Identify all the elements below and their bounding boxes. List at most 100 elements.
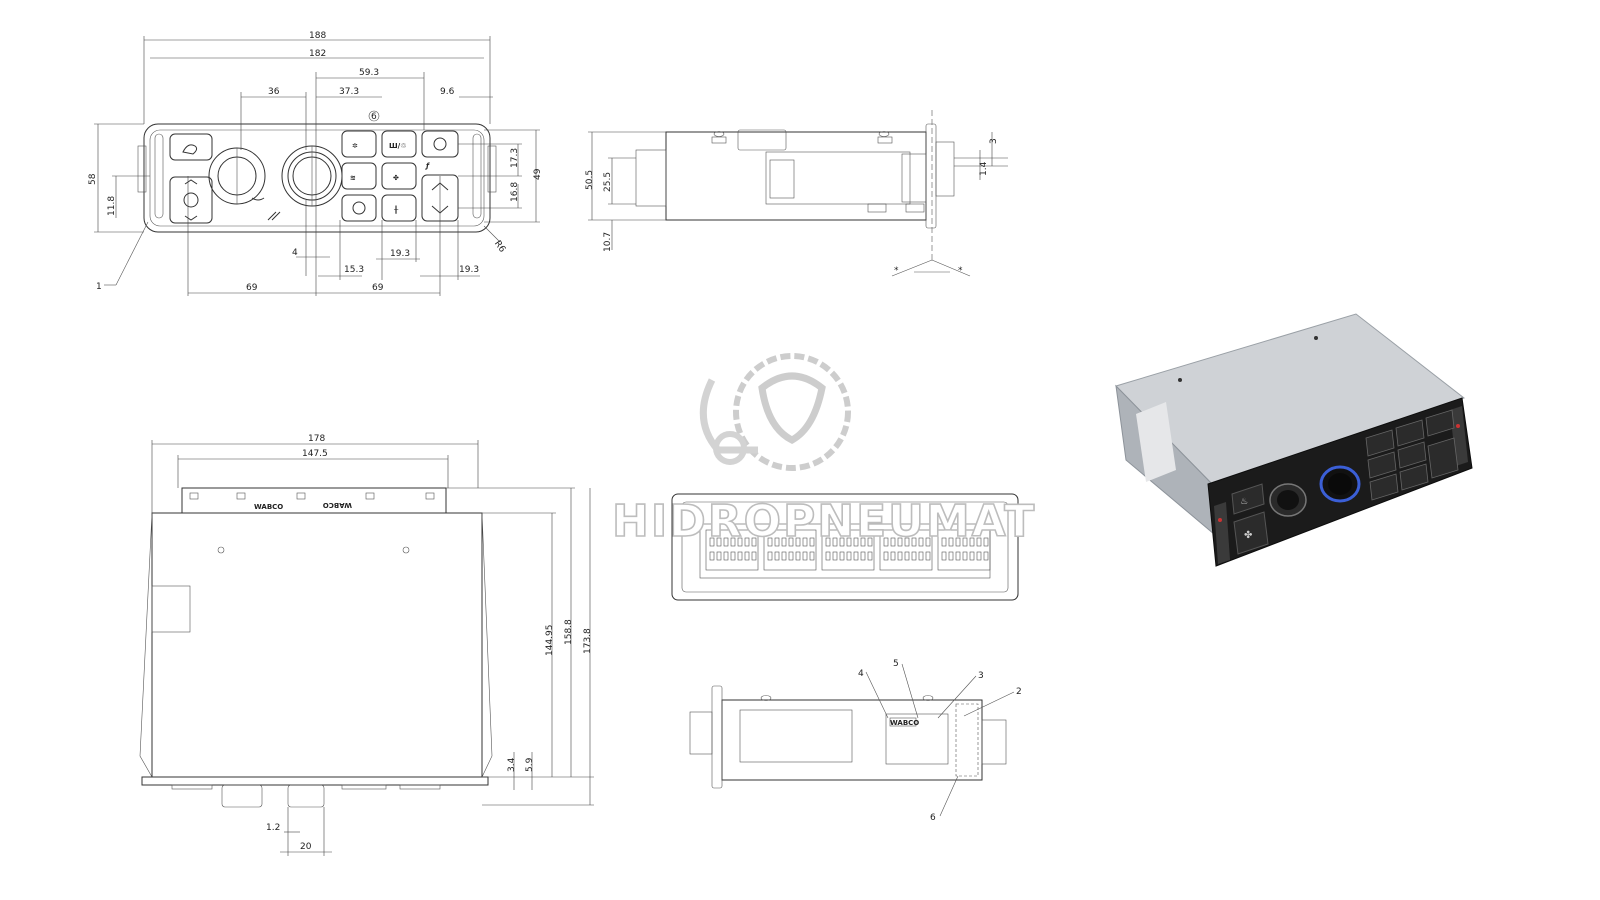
- callout-5: 5: [893, 659, 899, 669]
- connector-pin: [832, 551, 838, 561]
- connector-pin: [890, 551, 896, 561]
- connector-pin: [774, 551, 780, 561]
- connector-pin: [867, 537, 873, 547]
- callout-4: 4: [858, 669, 864, 679]
- dim-15-3: 15.3: [344, 265, 364, 275]
- connector-pin: [709, 537, 715, 547]
- connector-pin: [955, 537, 961, 547]
- dim-69-right: 69: [372, 283, 384, 293]
- back-housing: [671, 493, 1019, 601]
- watermark-logo: [699, 353, 851, 471]
- connector-pin: [767, 537, 773, 547]
- side-view: * * 50.5 25.5 10.7 3 1.4: [585, 110, 1008, 277]
- connector-pin: [846, 537, 852, 547]
- connector-pin: [983, 537, 989, 547]
- connector-pin: [925, 537, 931, 547]
- dim-1-2: 1.2: [266, 823, 280, 833]
- connector-pin: [962, 537, 968, 547]
- temp-button[interactable]: [381, 194, 417, 222]
- connector-pin: [955, 551, 961, 561]
- front-panel-outline: [143, 123, 491, 233]
- star-mark-left: *: [894, 266, 899, 276]
- connector-pin: [897, 551, 903, 561]
- product-photo: ♨ ✤: [1115, 313, 1473, 567]
- svg-text:ƒ: ƒ: [424, 162, 430, 170]
- connector-pin: [781, 537, 787, 547]
- callout-6-lower: 6: [930, 813, 936, 823]
- fan-icon: [183, 179, 199, 221]
- connector-pin: [730, 551, 736, 561]
- dim-178: 178: [308, 434, 325, 444]
- fan-button[interactable]: [381, 162, 417, 190]
- connector-pin: [860, 537, 866, 547]
- fan-small-icon: ✤: [393, 174, 399, 182]
- connector-pin: [795, 537, 801, 547]
- connector-pin: [802, 537, 808, 547]
- connector-pin: [969, 551, 975, 561]
- connector-pin: [802, 551, 808, 561]
- air-direction-icon: [267, 211, 281, 221]
- connector-pin: [867, 551, 873, 561]
- connector-pin: [744, 537, 750, 547]
- brand-label-right: WABCO: [323, 501, 352, 509]
- temperature-icon: ╫: [393, 205, 399, 214]
- connector-pin: [962, 551, 968, 561]
- dim-r6: R6: [492, 239, 507, 255]
- ac-button[interactable]: [341, 130, 377, 158]
- connector-pin: [911, 551, 917, 561]
- connector-pin: [839, 551, 845, 561]
- dim-19-3-right: 19.3: [459, 265, 479, 275]
- dim-182: 182: [309, 49, 326, 59]
- connector-pin: [709, 551, 715, 561]
- connector-pin: [825, 551, 831, 561]
- air-recirculation-icon: Ш/♲: [389, 142, 406, 150]
- dim-144-95: 144.95: [545, 625, 555, 657]
- heat-button[interactable]: [341, 162, 377, 190]
- connector-block: [821, 529, 875, 571]
- connector-pin: [809, 537, 815, 547]
- seat-heat-icon: [182, 144, 198, 155]
- dim-58: 58: [88, 173, 98, 185]
- dim-49: 49: [533, 168, 543, 180]
- clock-button[interactable]: [341, 194, 377, 222]
- dim-173-8: 173.8: [583, 628, 593, 654]
- connector-pin: [925, 551, 931, 561]
- connector-pin: [723, 537, 729, 547]
- fan-speed-knob[interactable]: [281, 145, 343, 207]
- connector-pin: [737, 551, 743, 561]
- rear-heat-icon: ≋: [350, 174, 356, 182]
- connector-pin: [897, 537, 903, 547]
- connector-pin: [883, 551, 889, 561]
- connector-back-view: [671, 493, 1019, 601]
- dim-9-6: 9.6: [440, 87, 455, 97]
- connector-pin: [918, 537, 924, 547]
- seat-button[interactable]: [169, 133, 213, 161]
- lower-side-view: WABCO 4 5 3 2 6: [689, 659, 1022, 823]
- callout-6: 6: [371, 112, 377, 122]
- dim-69-left: 69: [246, 283, 258, 293]
- brand-label-left: WABCO: [254, 503, 283, 511]
- dim-5-9: 5.9: [525, 757, 535, 772]
- connector-pin: [948, 537, 954, 547]
- connector-pin: [774, 537, 780, 547]
- connector-pin: [795, 551, 801, 561]
- connector-block: [937, 529, 991, 571]
- defrost-button[interactable]: [381, 130, 417, 158]
- connector-pin: [809, 551, 815, 561]
- front-view: ✲ Ш/♲ ≋ ✤ ƒ ╫ 6 188 182 59.3: [88, 31, 543, 296]
- temperature-knob[interactable]: [208, 147, 266, 205]
- fan-air-button[interactable]: [169, 176, 213, 224]
- connector-block: [763, 529, 817, 571]
- connector-pin: [969, 537, 975, 547]
- defrost-icon: [251, 197, 265, 201]
- connector-pin: [904, 537, 910, 547]
- watermark-text: HIDROPNEUMAT: [612, 496, 1036, 547]
- connector-pin: [846, 551, 852, 561]
- connector-block: [705, 529, 759, 571]
- front-edge: [141, 776, 489, 786]
- recirculation-button[interactable]: [421, 130, 459, 158]
- dim-59-3: 59.3: [359, 68, 379, 78]
- callout-2: 2: [1016, 687, 1022, 697]
- connector-pin: [983, 551, 989, 561]
